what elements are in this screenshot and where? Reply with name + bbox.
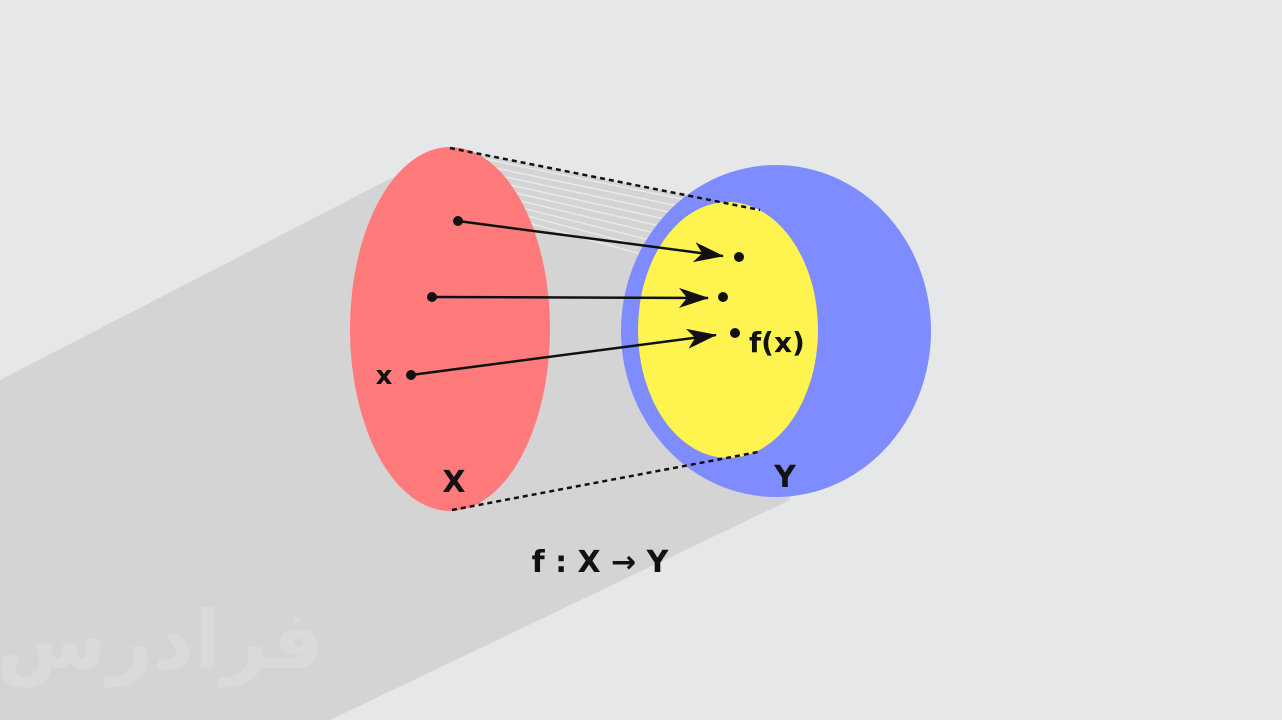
mapping-arrow-2 (431, 287, 709, 308)
watermark-logo: فرادرس (0, 594, 324, 688)
image-point-fx (730, 328, 740, 338)
domain-point-1 (453, 216, 463, 226)
function-caption: f : X → Y (532, 545, 670, 580)
dashed-line-bottom (451, 450, 759, 512)
domain-point-2 (427, 292, 437, 302)
mapping-arrow-1 (457, 219, 724, 263)
image-point-2 (718, 292, 728, 302)
hatch-lines (469, 155, 707, 261)
mapping-arrow-3 (410, 328, 717, 377)
domain-set-x (350, 147, 550, 511)
dashed-line-top (449, 146, 761, 212)
range-set (638, 202, 818, 458)
image-point-1 (734, 252, 744, 262)
domain-point-x (406, 370, 416, 380)
element-label: x (376, 361, 393, 391)
image-label: f(x) (749, 326, 805, 359)
codomain-label: Y (773, 460, 797, 495)
domain-label: X (442, 465, 465, 500)
